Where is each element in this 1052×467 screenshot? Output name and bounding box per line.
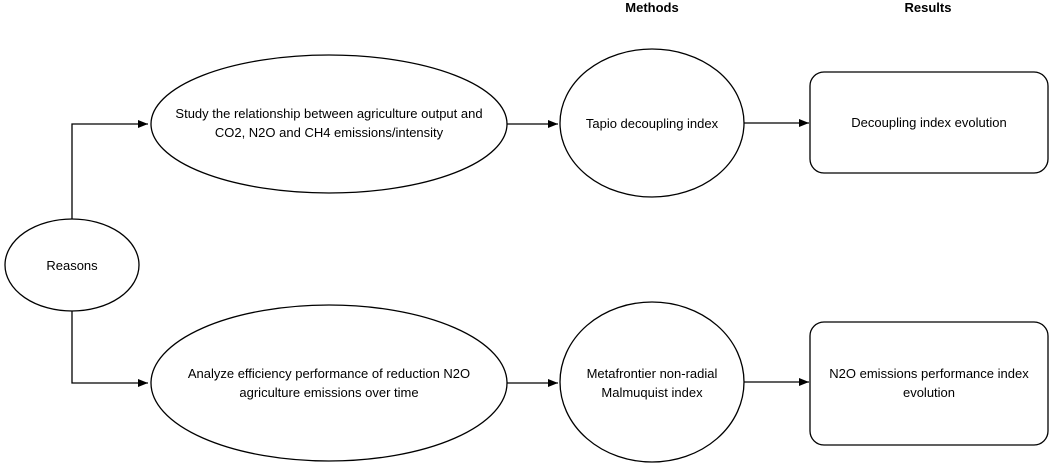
method-1-label: Tapio decoupling index: [585, 115, 719, 131]
result-2-node: [809, 321, 1049, 446]
result-1-node: [809, 71, 1049, 174]
connector-reasons-to-reason-1: [71, 120, 148, 219]
result-1-label: Decoupling index evolution: [851, 114, 1007, 130]
reason-2-label: Analyze efficiency performance of reduct…: [187, 366, 471, 400]
method-2-label: Metafrontier non-radial Malmuquist index: [586, 366, 718, 400]
methods-header: Methods: [625, 0, 679, 15]
reasons-label: Reasons: [46, 257, 98, 273]
reason-1-label: Study the relationship between agricultu…: [175, 106, 483, 140]
result-2-label: N2O emissions performance index evolutio…: [829, 366, 1029, 400]
results-header: Results: [904, 0, 952, 15]
connector-reasons-to-reason-2: [71, 311, 148, 387]
